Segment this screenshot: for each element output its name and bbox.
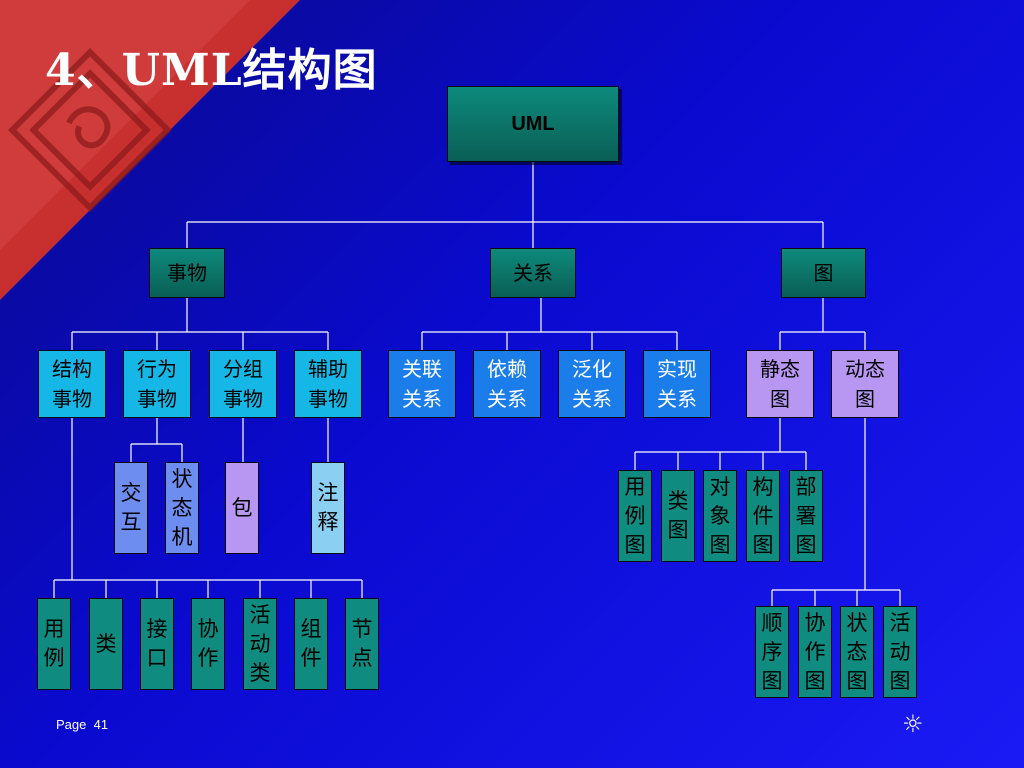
- node-label: 活 动 图: [889, 610, 911, 693]
- node-label: 节 点: [351, 617, 373, 670]
- node-static-diagram: 静态 图: [746, 350, 814, 418]
- node-collaboration: 协 作: [191, 598, 225, 690]
- node-label: 用 例 图: [624, 474, 646, 557]
- node-activity-diagram: 活 动 图: [883, 606, 917, 698]
- node-things: 事物: [149, 248, 225, 298]
- node-label: 接 口: [146, 617, 168, 670]
- node-label: 状 态 机: [171, 466, 193, 549]
- node-label: 图: [813, 261, 834, 285]
- node-use-case: 用 例: [37, 598, 71, 690]
- node-label: 行为 事物: [137, 357, 177, 411]
- root-label: UML: [511, 112, 555, 135]
- node-class: 类: [89, 598, 123, 690]
- node-label: 活 动 类: [249, 602, 271, 685]
- node-label: 关联 关系: [402, 357, 442, 411]
- node-package: 包: [225, 462, 259, 554]
- node-use-case-diagram: 用 例 图: [618, 470, 652, 562]
- node-association: 关联 关系: [388, 350, 456, 418]
- node-dynamic-diagram: 动态 图: [831, 350, 899, 418]
- node-label: 类: [95, 631, 117, 656]
- node-interaction: 交 互: [114, 462, 148, 554]
- page-title: 4、UML结构图: [45, 45, 378, 96]
- node-interface: 接 口: [140, 598, 174, 690]
- node-realization: 实现 关系: [643, 350, 711, 418]
- node-diagrams: 图: [781, 248, 866, 298]
- node-component-diagram: 构 件 图: [746, 470, 780, 562]
- node-label: 关系: [513, 261, 553, 285]
- sun-icon[interactable]: ☼: [902, 710, 924, 738]
- node-generalization: 泛化 关系: [558, 350, 626, 418]
- node-label: 动态 图: [845, 357, 885, 411]
- node-label: 泛化 关系: [572, 357, 612, 411]
- node-label: 状 态 图: [846, 610, 868, 693]
- node-label: 结构 事物: [52, 357, 92, 411]
- node-node: 节 点: [345, 598, 379, 690]
- node-label: 对 象 图: [709, 474, 731, 557]
- node-label: 包: [231, 495, 253, 520]
- node-label: 构 件 图: [752, 474, 774, 557]
- node-grouping-things: 分组 事物: [209, 350, 277, 418]
- page-footer: Page 41: [56, 717, 108, 732]
- root-node-uml: UML: [447, 86, 619, 162]
- node-sequence-diagram: 顺 序 图: [755, 606, 789, 698]
- node-label: 类 图: [667, 489, 689, 542]
- node-collaboration-diagram: 协 作 图: [798, 606, 832, 698]
- node-label: 部 署 图: [795, 474, 817, 557]
- node-label: 用 例: [43, 617, 65, 670]
- node-statechart-diagram: 状 态 图: [840, 606, 874, 698]
- node-class-diagram: 类 图: [661, 470, 695, 562]
- node-label: 协 作: [197, 617, 219, 670]
- node-label: 注 释: [317, 481, 339, 534]
- node-behavior-things: 行为 事物: [123, 350, 191, 418]
- node-deployment-diagram: 部 署 图: [789, 470, 823, 562]
- node-label: 实现 关系: [657, 357, 697, 411]
- node-label: 组 件: [300, 617, 322, 670]
- node-active-class: 活 动 类: [243, 598, 277, 690]
- node-label: 静态 图: [760, 357, 800, 411]
- node-label: 交 互: [120, 481, 142, 534]
- node-component: 组 件: [294, 598, 328, 690]
- node-note: 注 释: [311, 462, 345, 554]
- node-label: 分组 事物: [223, 357, 263, 411]
- node-label: 依赖 关系: [487, 357, 527, 411]
- node-label: 辅助 事物: [308, 357, 348, 411]
- node-label: 顺 序 图: [761, 610, 783, 693]
- node-dependency: 依赖 关系: [473, 350, 541, 418]
- page-label: Page: [56, 717, 87, 732]
- node-label: 事物: [167, 261, 207, 285]
- node-label: 协 作 图: [804, 610, 826, 693]
- node-relations: 关系: [490, 248, 576, 298]
- node-structure-things: 结构 事物: [38, 350, 106, 418]
- node-object-diagram: 对 象 图: [703, 470, 737, 562]
- node-annotation-things: 辅助 事物: [294, 350, 362, 418]
- page-number: 41: [93, 717, 109, 732]
- node-state-machine: 状 态 机: [165, 462, 199, 554]
